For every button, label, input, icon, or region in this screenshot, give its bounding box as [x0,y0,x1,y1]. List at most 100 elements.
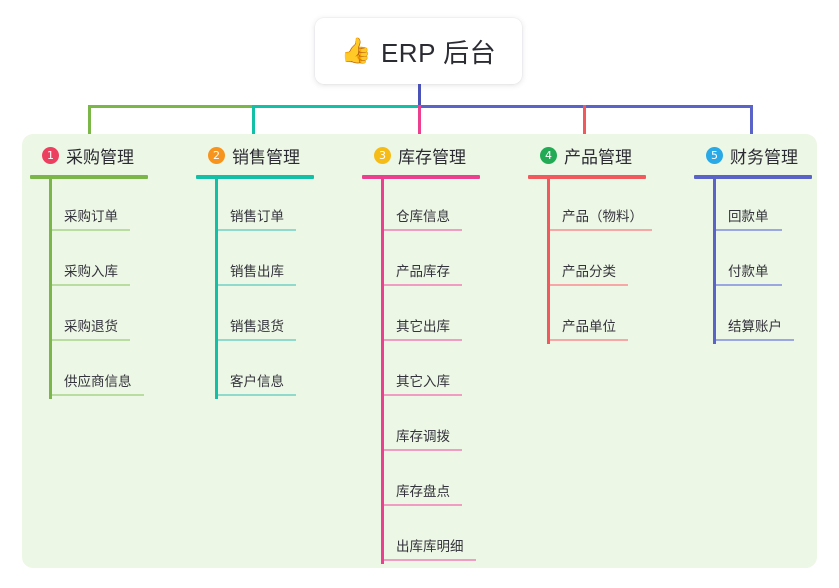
branch-header-4[interactable]: 4 产品管理 [528,143,688,167]
branch-item-rule [716,339,794,341]
branch-item[interactable]: 销售订单 [218,179,356,234]
branch-item-rule [52,394,144,396]
branch-item[interactable]: 销售出库 [218,234,356,289]
branch-item[interactable]: 出库库明细 [384,509,522,564]
branch-column-1: 1 采购管理采购订单采购入库采购退货供应商信息 [30,143,190,399]
branch-rule-5 [694,175,812,179]
branch-item-rule [384,339,462,341]
branch-items-5: 回款单付款单结算账户 [694,179,839,344]
branch-item-label: 销售订单 [230,209,284,224]
branch-item[interactable]: 结算账户 [716,289,839,344]
drop-connector-1 [88,105,91,135]
branch-item-rule [716,229,782,231]
thumbs-up-icon: 👍 [340,36,372,65]
branch-item-label: 付款单 [728,264,769,279]
branch-item-label: 供应商信息 [64,374,132,389]
branch-rule-1 [30,175,148,179]
branch-item-rule [550,284,628,286]
branch-spine-3 [381,179,384,564]
branch-items-4: 产品（物料） 产品分类产品单位 [528,179,688,344]
branch-item-label: 采购入库 [64,264,118,279]
branch-item-rule [384,449,462,451]
branch-item-rule [52,229,130,231]
branch-badge-1: 1 [42,146,59,164]
branch-item-label: 产品单位 [562,319,616,334]
root-title: ERP 后台 [380,37,497,68]
branch-item-label: 产品（物料） [562,209,643,224]
branch-item-rule [550,229,652,231]
branch-badge-2: 2 [208,146,225,164]
branch-item[interactable]: 客户信息 [218,344,356,399]
root-stem-connector [418,84,421,106]
root-node[interactable]: 👍 ERP 后台 [315,18,522,84]
branch-spine-4 [547,179,550,344]
drop-connector-2 [252,105,255,135]
branch-item-rule [384,504,462,506]
branch-item-label: 销售出库 [230,264,284,279]
branch-item-rule [52,284,130,286]
branch-header-1[interactable]: 1 采购管理 [30,143,190,167]
branch-item[interactable]: 库存盘点 [384,454,522,509]
branch-item-label: 客户信息 [230,374,284,389]
branch-item[interactable]: 其它出库 [384,289,522,344]
bus-segment-1 [88,105,253,108]
branch-item-label: 仓库信息 [396,209,450,224]
branch-items-2: 销售订单销售出库销售退货客户信息 [196,179,356,399]
branch-item[interactable]: 采购入库 [52,234,190,289]
branch-item-rule [52,339,130,341]
branch-item-label: 采购订单 [64,209,118,224]
branch-column-5: 5 财务管理回款单付款单结算账户 [694,143,839,344]
branch-item-rule [550,339,628,341]
branch-item-rule [218,339,296,341]
drop-connector-4 [583,105,586,135]
branch-item[interactable]: 付款单 [716,234,839,289]
branch-item-rule [384,229,462,231]
branch-item-label: 库存调拨 [396,429,450,444]
branch-item[interactable]: 产品单位 [550,289,688,344]
branch-item-label: 其它入库 [396,374,450,389]
drop-connector-5 [750,105,753,135]
bus-segment-2 [252,105,419,108]
branch-item-label: 采购退货 [64,319,118,334]
branch-rule-2 [196,175,314,179]
branch-title-3: 库存管理 [398,147,466,167]
branch-item-rule [384,284,462,286]
branch-header-5[interactable]: 5 财务管理 [694,143,839,167]
branch-item[interactable]: 库存调拨 [384,399,522,454]
branch-item-label: 库存盘点 [396,484,450,499]
branch-item-rule [716,284,782,286]
branch-item[interactable]: 采购退货 [52,289,190,344]
branch-title-5: 财务管理 [730,147,798,167]
branch-badge-5: 5 [706,146,723,164]
branch-spine-5 [713,179,716,344]
branch-item[interactable]: 产品（物料） [550,179,688,234]
branch-item[interactable]: 仓库信息 [384,179,522,234]
branch-column-4: 4 产品管理产品（物料） 产品分类产品单位 [528,143,688,344]
branch-item[interactable]: 回款单 [716,179,839,234]
drop-connector-3 [418,105,421,135]
branch-rule-3 [362,175,480,179]
branch-item-label: 产品库存 [396,264,450,279]
branch-item[interactable]: 其它入库 [384,344,522,399]
branch-item[interactable]: 产品分类 [550,234,688,289]
branch-title-4: 产品管理 [564,147,632,167]
branch-title-1: 采购管理 [66,147,134,167]
branch-item-label: 销售退货 [230,319,284,334]
branch-item-rule [384,559,476,561]
branch-item-label: 结算账户 [728,319,782,334]
branch-item[interactable]: 采购订单 [52,179,190,234]
branch-spine-2 [215,179,218,399]
branch-badge-4: 4 [540,146,557,164]
branch-item[interactable]: 产品库存 [384,234,522,289]
branch-item-label: 其它出库 [396,319,450,334]
branch-item[interactable]: 销售退货 [218,289,356,344]
branch-item-label: 出库库明细 [396,539,464,554]
branch-item-label: 回款单 [728,209,769,224]
branch-item[interactable]: 供应商信息 [52,344,190,399]
branch-items-1: 采购订单采购入库采购退货供应商信息 [30,179,190,399]
